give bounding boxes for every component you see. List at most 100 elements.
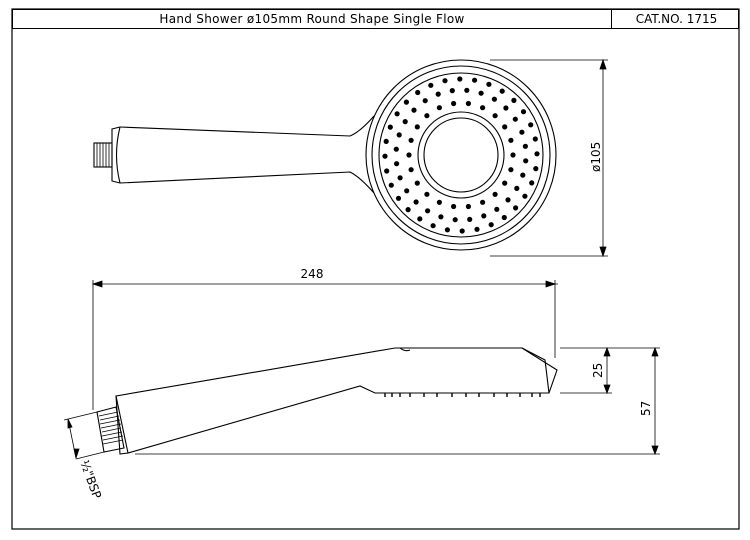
spray-nozzle (503, 105, 509, 111)
handle-end-curve (115, 126, 121, 184)
spray-nozzle (528, 122, 534, 128)
overall-height-label: 57 (639, 401, 653, 416)
spray-nozzle (411, 107, 417, 113)
spray-nozzle (384, 168, 390, 174)
spray-nozzle (511, 97, 517, 103)
spray-nozzle (397, 175, 403, 181)
spray-nozzle (510, 152, 516, 158)
top-handle-upper-edge (119, 115, 375, 137)
spray-nozzle (451, 100, 457, 107)
spray-nozzle (408, 137, 414, 143)
head-inner-rim (371, 65, 551, 245)
spray-nozzle (534, 151, 540, 157)
spray-nozzle (512, 116, 518, 122)
spray-nozzle (417, 216, 423, 222)
spray-nozzle (520, 172, 526, 178)
spray-nozzle (394, 111, 400, 117)
spray-nozzle (480, 199, 486, 205)
thread-dimension (63, 411, 105, 460)
spray-nozzle (492, 113, 498, 119)
diameter-dimension (490, 58, 608, 258)
diameter-label: ø105 (589, 142, 603, 172)
side-body-outline (115, 347, 558, 454)
spray-nozzle (451, 203, 457, 210)
spray-nozzle (413, 199, 419, 205)
side-thread-lines (98, 411, 124, 445)
spray-nozzle (522, 193, 528, 199)
side-view (96, 347, 558, 455)
spray-nozzles (382, 76, 540, 234)
spray-nozzle (474, 226, 480, 232)
spray-nozzle (435, 91, 441, 97)
spray-nozzle (438, 214, 444, 220)
spray-nozzle (382, 153, 388, 159)
spray-nozzle (465, 203, 471, 210)
center-ring-inner (423, 117, 499, 193)
spray-nozzle (383, 138, 389, 144)
spray-nozzle (414, 124, 420, 130)
spray-nozzle (406, 152, 412, 158)
overall-height-dimension (135, 346, 660, 456)
spray-nozzle (494, 206, 500, 212)
spray-nozzle (532, 136, 538, 142)
spray-nozzle (394, 161, 400, 167)
spray-nozzle (513, 205, 519, 211)
spray-face-edge (378, 72, 544, 238)
spray-nozzle (436, 199, 442, 205)
spray-nozzle (449, 88, 455, 94)
spray-nozzle (529, 180, 535, 186)
spray-nozzle (465, 100, 471, 107)
spray-nozzle (387, 124, 393, 130)
spray-nozzle (424, 113, 430, 119)
spray-nozzle (481, 213, 487, 219)
spray-nozzle (533, 166, 539, 172)
spray-nozzle (404, 188, 410, 194)
drawing-title: Hand Shower ø105mm Round Shape Single Fl… (159, 12, 465, 26)
spray-nozzle (395, 195, 402, 201)
spray-nozzle (403, 99, 409, 105)
head-outer-rim (365, 59, 557, 251)
spray-nozzle (422, 98, 428, 104)
thread-lines (96, 143, 110, 167)
title-divider (611, 10, 612, 28)
spray-nozzle (457, 76, 463, 82)
spray-nozzle (467, 216, 473, 222)
spray-nozzle (428, 82, 434, 88)
spray-nozzle (488, 222, 494, 228)
length-dimension (91, 280, 558, 410)
spray-nozzle (430, 223, 436, 229)
spray-nozzle (452, 217, 458, 223)
drawing-border (11, 8, 740, 530)
spray-nozzle (464, 87, 470, 93)
spray-nozzle (499, 88, 505, 94)
length-label: 248 (301, 267, 324, 281)
spray-nozzle (519, 129, 525, 135)
spray-nozzle (442, 78, 448, 84)
spray-nozzle (388, 182, 394, 188)
catalog-number: CAT.NO. 1715 (635, 12, 718, 26)
spray-nozzle (396, 132, 402, 138)
spray-nozzle (402, 119, 408, 125)
spray-nozzle (514, 185, 520, 191)
side-nozzle-ticks (384, 393, 541, 397)
side-contour (399, 347, 411, 352)
spray-nozzle (425, 208, 431, 214)
side-head-front (521, 347, 550, 394)
spray-nozzle (478, 90, 484, 96)
spray-nozzle (486, 81, 492, 87)
spray-nozzle (501, 214, 507, 221)
spray-nozzle (436, 105, 442, 111)
spray-nozzle (480, 105, 486, 111)
side-thread-connector (96, 406, 125, 453)
center-ring-outer (417, 111, 505, 199)
spray-nozzle (505, 197, 511, 203)
spray-nozzle (424, 191, 430, 197)
spray-nozzle (508, 167, 514, 173)
head-thickness-label: 25 (591, 363, 605, 378)
spray-nozzle (408, 167, 414, 173)
spray-nozzle (523, 158, 529, 164)
spray-nozzle (414, 180, 420, 186)
spray-nozzle (472, 77, 478, 83)
spray-nozzle (508, 137, 514, 143)
spray-nozzle (502, 180, 508, 186)
